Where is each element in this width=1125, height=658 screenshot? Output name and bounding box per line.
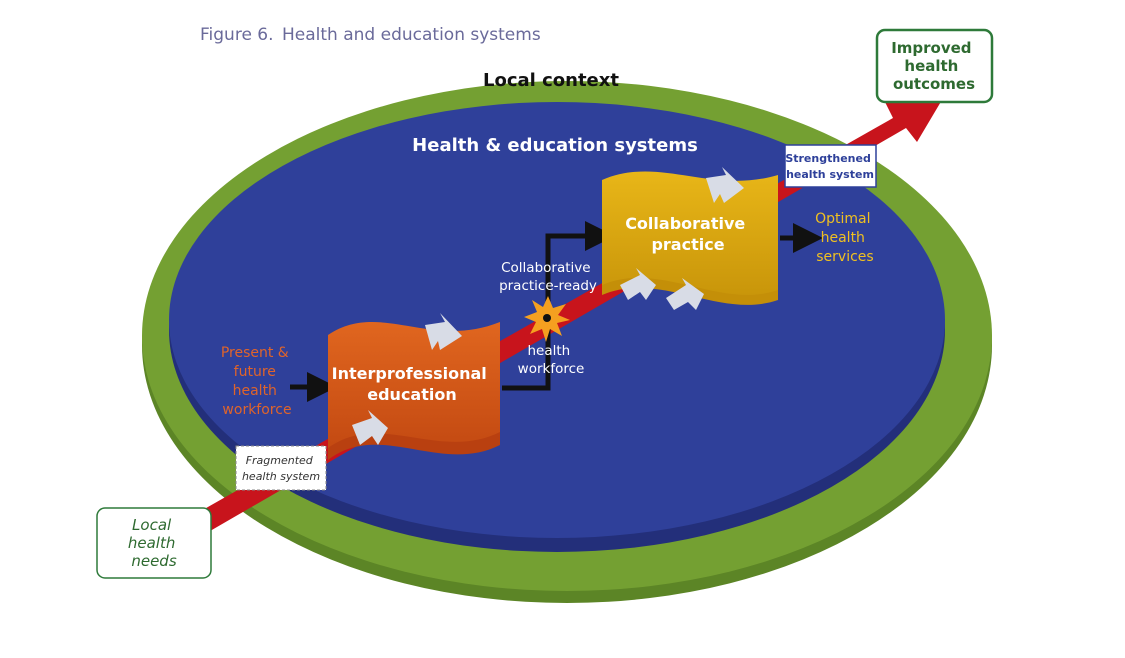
figure-title: Health and education systems (282, 25, 541, 45)
pointer-arrow-icon (706, 167, 744, 203)
present-future-workforce-label: Present & future health workforce (221, 345, 293, 418)
pointer-arrow-icon (666, 278, 704, 310)
svg-text:Local health needs: Local health needs (128, 516, 180, 570)
optimal-services-label: Optimal health services (815, 211, 875, 265)
pointer-arrow-icon (620, 268, 656, 300)
pointer-arrow-icon (425, 313, 462, 350)
improved-health-outcomes-box: Improved health outcomes (875, 28, 994, 104)
svg-text:Improved health ou: Improved health outcomes (891, 39, 977, 93)
health-workforce-label: health workforce (518, 343, 585, 377)
svg-text:Strengthened health syst: Strengthened health system (785, 152, 874, 181)
cp-label: Collaborative practice (625, 214, 751, 254)
starburst-icon (524, 296, 570, 342)
local-health-needs-box: Local health needs (96, 507, 212, 579)
strengthened-health-system-box: Strengthened health system (784, 144, 877, 188)
ipe-label: Interprofessional education (332, 364, 493, 404)
practice-ready-label: Collaborative practice-ready (499, 260, 597, 294)
local-context-label: Local context (483, 70, 619, 91)
systems-label: Health & education systems (412, 135, 698, 156)
figure-number: Figure 6. (200, 25, 274, 45)
fragmented-health-system-box: Fragmented health system (235, 445, 327, 491)
collaborative-practice-shape (602, 171, 778, 305)
pointer-arrows (352, 167, 744, 445)
pointer-arrow-icon (352, 410, 388, 445)
svg-text:Fragmented health system: Fragmented health system (242, 454, 320, 483)
